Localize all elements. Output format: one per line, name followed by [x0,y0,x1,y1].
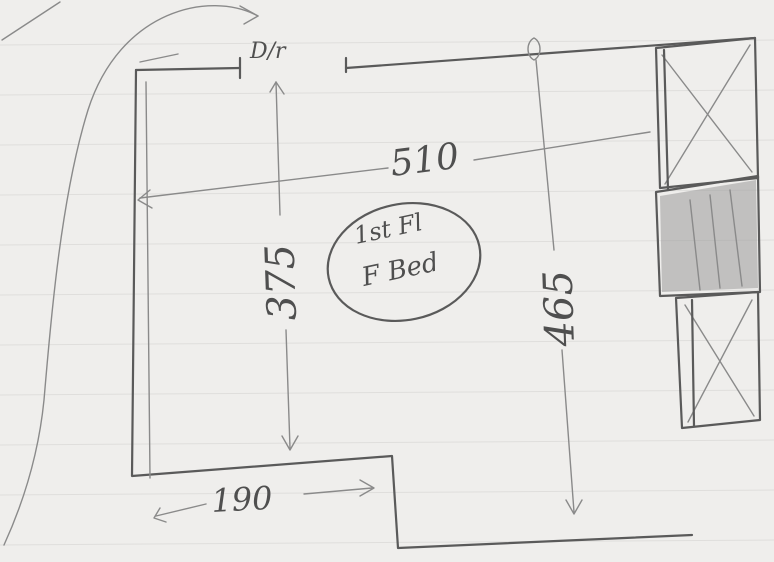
dimension-depth-right: 465 [535,269,584,348]
room-label-name: F Bed [358,247,441,293]
room-label-bubble [326,201,482,323]
room-label-floor: 1st Fl [351,208,424,250]
right-wall-units [654,36,762,430]
swing-curve-arrowhead [239,5,259,25]
swing-curve [3,4,259,546]
dimension-depth-left: 375 [257,243,306,321]
door-label: D/r [249,39,287,64]
top-left-stroke [1,1,61,41]
paper-ruling [0,39,774,546]
room-outline [130,36,757,550]
dimension-lines [137,37,651,523]
dimension-width-total: 510 [388,136,461,185]
dimension-width-bottom: 190 [210,479,273,520]
